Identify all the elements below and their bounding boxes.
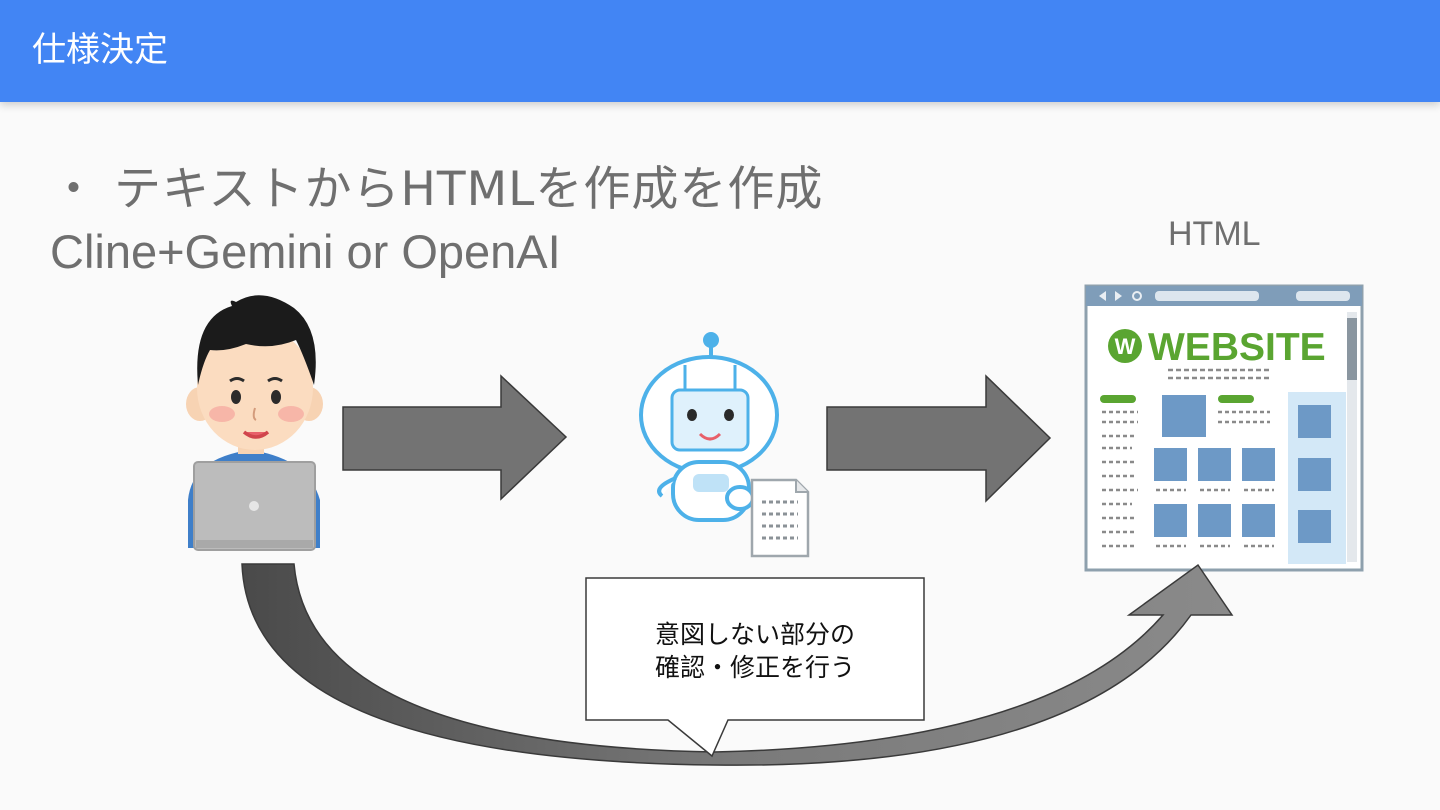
subtitle-text: Cline+Gemini or OpenAI [50, 225, 561, 278]
html-output-label: HTML [1168, 215, 1261, 253]
callout-line-2: 確認・修正を行う [654, 653, 855, 682]
robot-icon [639, 332, 810, 558]
person-with-laptop-icon [186, 295, 323, 551]
website-heading: WEBSITE [1148, 326, 1326, 369]
website-mockup-icon: W WEBSITE [1084, 284, 1364, 572]
page-title: 仕様決定 [32, 30, 168, 70]
callout-box [585, 577, 925, 758]
header-bar: 仕様決定 [0, 0, 1440, 102]
arrow-right-icon [826, 374, 1052, 503]
website-logo-letter: W [1115, 334, 1136, 359]
arrow-right-icon [342, 374, 568, 501]
bullet-text: ・ テキストからHTMLを作成を作成 [50, 162, 824, 217]
callout-line-1: 意図しない部分の [654, 620, 855, 649]
curved-arrow-icon [241, 563, 1234, 766]
callout-text: 意図しない部分の 確認・修正を行う [588, 618, 922, 684]
